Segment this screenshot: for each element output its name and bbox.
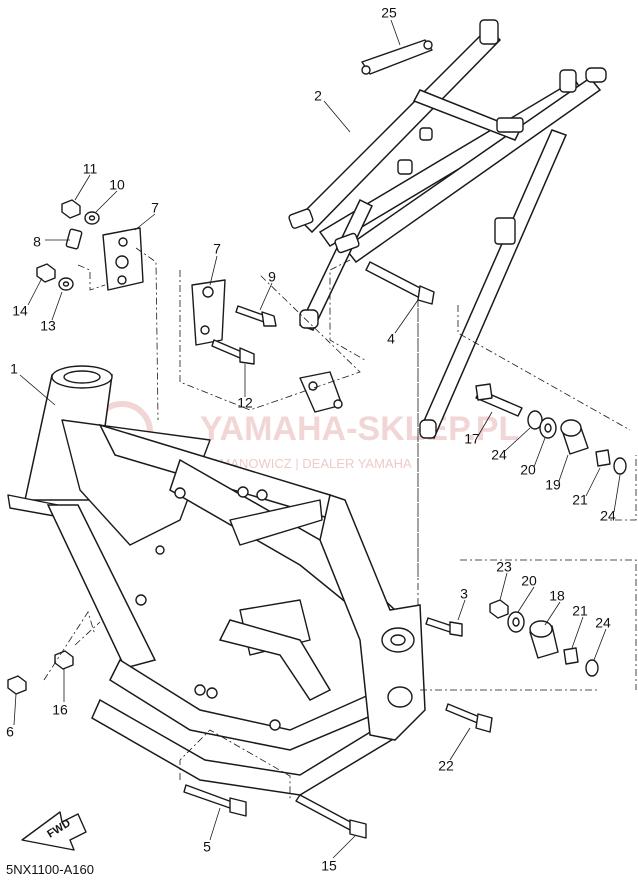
callout-c5: 5 — [203, 839, 211, 855]
callout-c1: 1 — [10, 361, 18, 377]
engine-mount-plate-7a — [102, 227, 144, 291]
figure-code: 5NX1100-A160 — [6, 862, 94, 877]
callout-c6: 6 — [6, 724, 14, 740]
callout-c4: 4 — [387, 331, 395, 347]
callout-c22: 22 — [438, 758, 454, 774]
watermark-brand: YAMAHA-SKLEP.PL — [200, 410, 519, 448]
callout-c24c: 24 — [595, 615, 611, 631]
callout-c10: 10 — [109, 177, 125, 193]
callout-c2: 2 — [314, 88, 322, 104]
callout-c7b: 7 — [213, 241, 221, 257]
callout-c15: 15 — [321, 858, 337, 874]
engine-mount-plate-7b — [191, 279, 226, 346]
leader-lines — [13, 19, 621, 859]
watermark-line: ROMANOWICZ | DEALER YAMAHA — [200, 456, 412, 471]
callout-c17: 17 — [464, 431, 480, 447]
callout-c3: 3 — [460, 586, 468, 602]
callout-c23: 23 — [496, 559, 512, 575]
fwd-arrow-icon: FWD — [21, 811, 87, 851]
callout-c24b: 24 — [600, 508, 616, 524]
callout-c24a: 24 — [491, 447, 507, 463]
callout-c7a: 7 — [151, 200, 159, 216]
callout-c13: 13 — [40, 318, 56, 334]
plate-8 — [65, 228, 83, 250]
callout-c11: 11 — [83, 161, 98, 177]
main-frame — [7, 365, 426, 796]
callout-c21a: 21 — [572, 492, 588, 508]
callout-c8: 8 — [33, 234, 41, 250]
callout-c20b: 20 — [521, 573, 537, 589]
alignment-lines — [43, 247, 637, 800]
watermark: YAMAHA-SKLEP.PL ROMANOWICZ | DEALER YAMA… — [91, 401, 519, 471]
callout-c12: 12 — [237, 395, 253, 411]
bushings — [489, 410, 627, 677]
callout-labels: 25 2 11 10 7 8 7 9 14 13 4 1 12 17 24 20 19 21 24 23 20 18 3 21… — [6, 5, 616, 874]
callout-c9: 9 — [268, 269, 276, 285]
bolts — [183, 261, 523, 839]
callout-c19: 19 — [545, 477, 561, 493]
strap-25 — [361, 39, 433, 75]
callout-c18: 18 — [549, 588, 565, 604]
small-fasteners — [7, 199, 100, 695]
callout-c20a: 20 — [520, 462, 536, 478]
rear-subframe — [288, 19, 607, 440]
callout-c16: 16 — [52, 702, 68, 718]
callout-c21b: 21 — [572, 603, 588, 619]
callout-c25: 25 — [381, 5, 397, 21]
callout-c14: 14 — [12, 303, 28, 319]
